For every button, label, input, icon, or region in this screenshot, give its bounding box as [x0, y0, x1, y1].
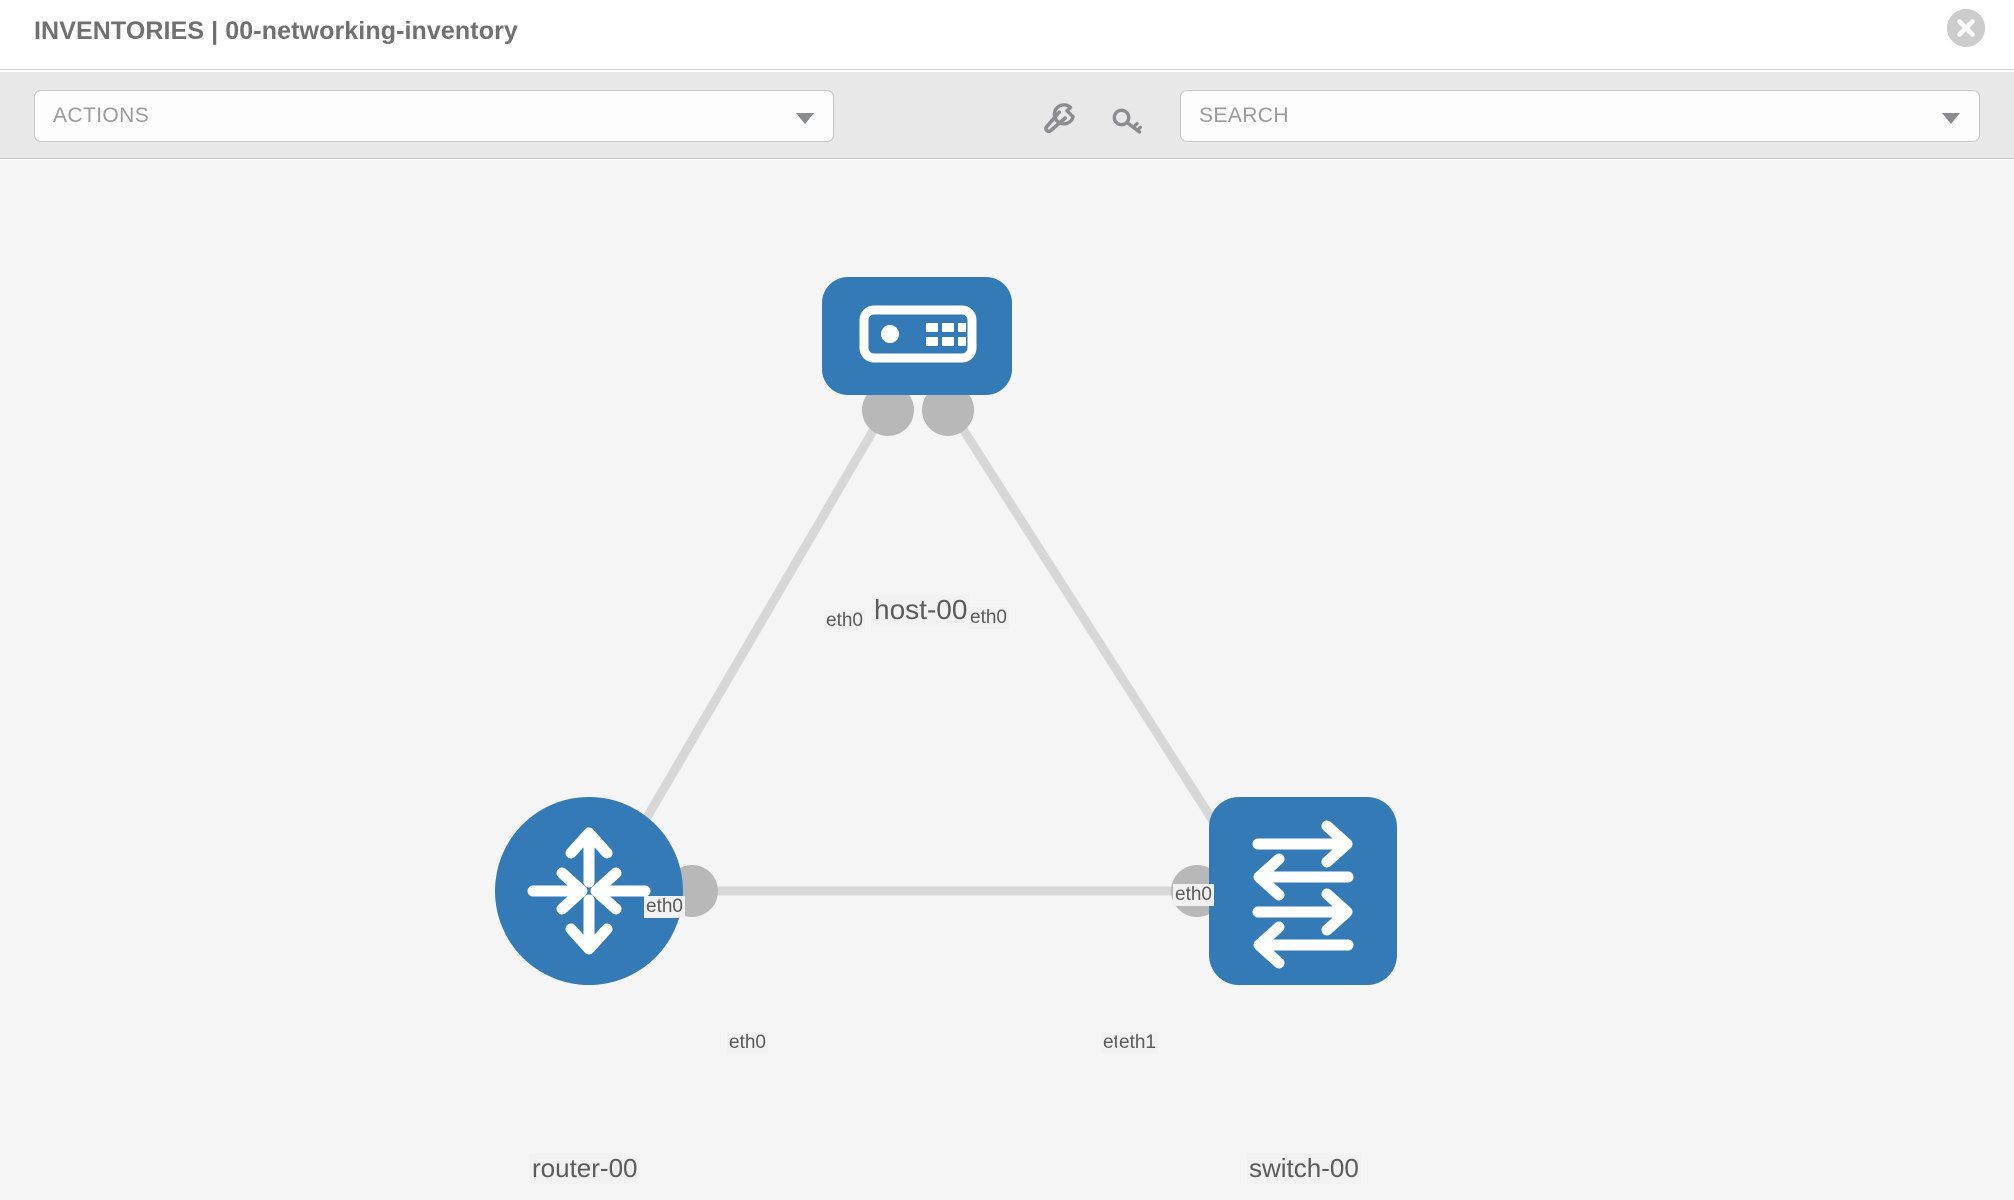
- host-icon: [859, 305, 977, 363]
- key-glyph: [1112, 108, 1142, 134]
- node-label-switch-00: switch-00: [1247, 1153, 1361, 1184]
- search-placeholder: SEARCH: [1199, 104, 1289, 127]
- toolbar: ACTIONS SEARCH: [0, 71, 2014, 159]
- topology-links: [618, 409, 1242, 896]
- node-router-00[interactable]: [495, 797, 683, 985]
- link-host-router[interactable]: [618, 409, 888, 863]
- edge-label-host-left: eth0: [824, 610, 865, 632]
- chevron-down-icon: [796, 113, 814, 124]
- edge-label-router-right: eth0: [727, 1032, 768, 1054]
- node-host-00-shape[interactable]: [822, 277, 1012, 395]
- router-icon: [527, 827, 651, 955]
- edge-label-host-right: eth0: [968, 607, 1009, 629]
- node-router-00-shape[interactable]: [495, 797, 683, 985]
- key-icon[interactable]: [1108, 100, 1148, 140]
- search-chevron-down-icon[interactable]: [1942, 113, 1960, 124]
- node-switch-00-shape[interactable]: [1209, 797, 1397, 985]
- close-icon: [1947, 9, 1985, 47]
- actions-dropdown-label: ACTIONS: [53, 104, 150, 127]
- topology-ports: [591, 384, 1263, 917]
- port-host-right[interactable]: [922, 384, 974, 436]
- switch-icon: [1252, 820, 1354, 969]
- topology-canvas[interactable]: host-00 router-00 switch-00 eth0 eth0 et…: [0, 160, 2014, 1200]
- page-title: INVENTORIES | 00-networking-inventory: [34, 17, 518, 45]
- wrench-glyph: [1044, 103, 1075, 134]
- close-button[interactable]: [1947, 9, 1985, 47]
- edge-label-switch-up: eth0: [1173, 884, 1214, 906]
- node-label-router-00: router-00: [530, 1153, 640, 1184]
- actions-dropdown[interactable]: ACTIONS: [34, 90, 834, 142]
- page-header: INVENTORIES | 00-networking-inventory: [0, 0, 2014, 70]
- edge-label-switch-left-b: eth1: [1117, 1032, 1158, 1054]
- link-host-switch[interactable]: [948, 409, 1242, 863]
- port-host-left[interactable]: [862, 384, 914, 436]
- node-label-host-00: host-00: [872, 594, 970, 626]
- node-switch-00[interactable]: [1209, 797, 1397, 985]
- edge-label-router-up: eth0: [644, 896, 685, 918]
- topology-graph: [495, 277, 1397, 985]
- wrench-icon[interactable]: [1040, 100, 1080, 140]
- search-input[interactable]: SEARCH: [1180, 90, 1980, 142]
- node-host-00[interactable]: [822, 277, 1012, 395]
